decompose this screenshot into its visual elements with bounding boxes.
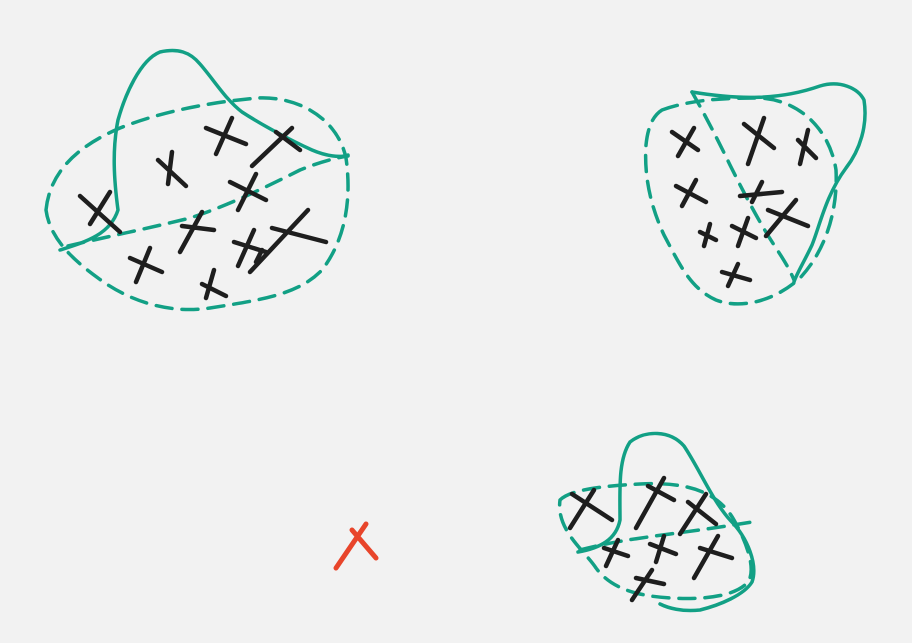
cluster-boundary-dashed	[643, 96, 838, 306]
point-marker-x	[203, 115, 249, 157]
cluster-boundary-dashed	[44, 96, 350, 312]
cluster-top-right	[643, 82, 867, 306]
outlier-point	[333, 521, 379, 571]
point-marker-x	[737, 179, 785, 205]
point-marker-x	[253, 247, 265, 265]
point-marker-x	[199, 267, 229, 301]
point-marker-x	[719, 261, 753, 289]
point-marker-x	[249, 125, 303, 169]
point-marker-x	[697, 221, 719, 249]
point-marker-x	[795, 127, 819, 167]
point-marker-x	[567, 487, 615, 531]
cluster-top-left	[44, 48, 350, 312]
point-marker-x	[247, 207, 329, 275]
point-marker-x	[127, 245, 165, 285]
cluster-boundary-solid	[690, 82, 867, 284]
point-marker-x	[155, 149, 189, 189]
point-marker-x	[673, 177, 709, 209]
point-marker-x	[741, 115, 777, 167]
data-points	[567, 475, 735, 603]
point-marker-x	[729, 215, 759, 249]
cluster-boundary-solid	[58, 48, 350, 252]
point-marker-x	[647, 533, 679, 565]
cluster-boundary-dashed	[557, 481, 753, 601]
data-points	[77, 115, 329, 301]
cluster-inner-curve-dashed	[690, 90, 796, 282]
point-marker-x	[601, 537, 631, 569]
point-marker-x	[763, 197, 811, 239]
point-marker-x	[691, 533, 735, 581]
point-marker-x	[669, 125, 701, 159]
cluster-inner-curve-dashed	[578, 520, 754, 552]
cluster-bottom-right	[557, 431, 756, 613]
data-points	[669, 115, 819, 289]
point-marker-x	[629, 567, 667, 603]
cluster-inner-curve-dashed	[66, 154, 350, 248]
point-marker-x	[677, 491, 719, 537]
point-marker-x	[177, 209, 217, 255]
outlier-marker-x	[333, 521, 379, 571]
cluster-boundary-solid	[576, 431, 756, 613]
point-marker-x	[77, 189, 123, 235]
point-marker-x	[633, 475, 677, 531]
point-marker-x	[227, 171, 269, 213]
